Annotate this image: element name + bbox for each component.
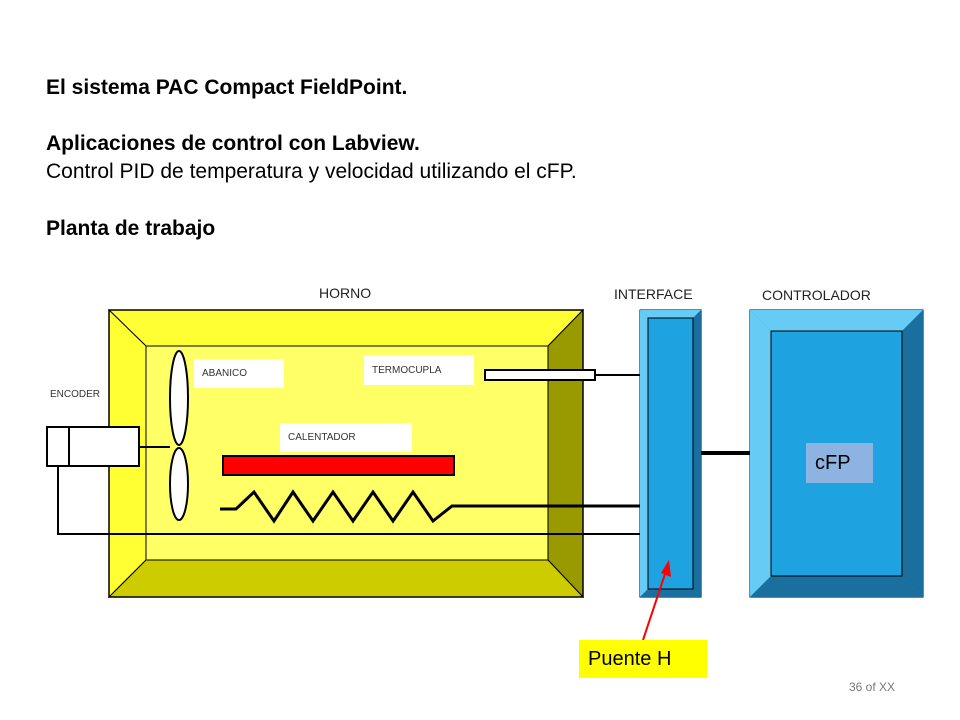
fan-icon: [169, 350, 189, 521]
heater-bar: [222, 455, 455, 476]
title-line-1: El sistema PAC Compact FieldPoint.: [46, 76, 408, 99]
page-number: 36 of XX: [849, 680, 896, 694]
interface-module: [639, 309, 702, 598]
controller-module: [749, 309, 924, 598]
encoder-label: ENCODER: [50, 389, 101, 400]
calentador-label: CALENTADOR: [280, 423, 412, 452]
cfp-label: cFP: [806, 443, 873, 483]
termocupla-label: TERMOCUPLA: [364, 355, 474, 385]
puente-arrow: [642, 560, 671, 641]
abanico-label: ABANICO: [194, 359, 284, 388]
horno-label: HORNO: [319, 285, 372, 301]
resistor-icon: [220, 489, 468, 524]
controlador-label: CONTROLADOR: [762, 287, 871, 303]
encoder-wire: [57, 466, 640, 535]
title-line-4: Planta de trabajo: [46, 217, 216, 240]
thermocouple-probe: [484, 369, 596, 381]
interface-label: INTERFACE: [614, 286, 693, 302]
puente-h-label: Puente H: [579, 640, 707, 678]
title-line-2: Aplicaciones de control con Labview.: [46, 132, 420, 155]
encoder-icon: [46, 426, 170, 467]
title-line-3: Control PID de temperatura y velocidad u…: [46, 160, 577, 183]
